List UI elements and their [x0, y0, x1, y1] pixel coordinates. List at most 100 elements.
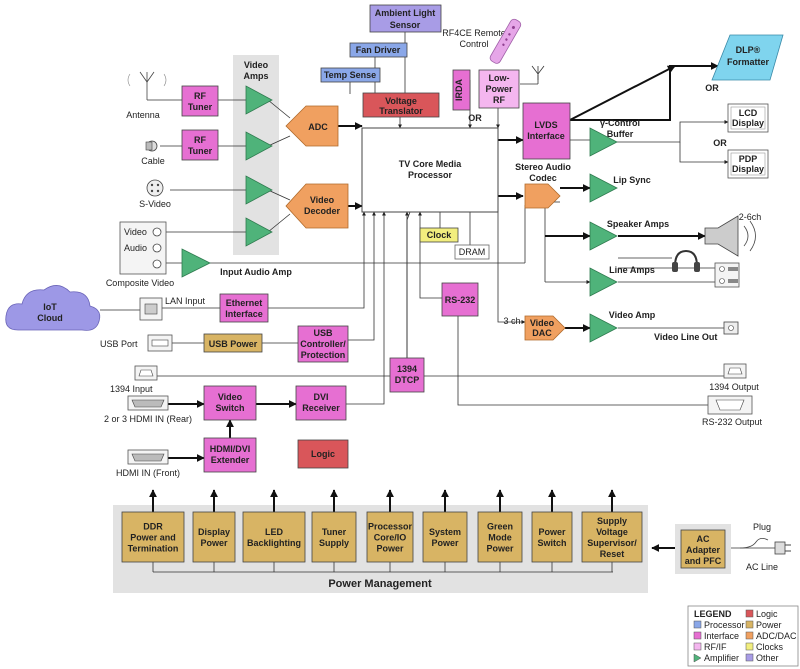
rf-tuner-1: RF Tuner	[181, 85, 219, 117]
1394-input-label: 1394 Input	[110, 384, 153, 394]
composite-video-jack: Video Audio	[119, 221, 167, 275]
legend-items: ProcessorInterfaceRF/IFAmplifierLogicPow…	[693, 609, 797, 663]
legend-label-adcdac: ADC/DAC	[756, 631, 797, 641]
legend-title: LEGEND	[694, 609, 732, 619]
lvds-interface: LVDS Interface	[522, 102, 571, 160]
video-amp-2	[245, 131, 273, 161]
dlp-label-1: DLP®	[736, 45, 761, 55]
codec-label-2: Codec	[529, 173, 557, 183]
legend-swatch-logic	[745, 609, 754, 618]
legend-item-amplifier: Amplifier	[693, 653, 739, 663]
dlp-label-2: Formatter	[727, 57, 770, 67]
video-amps-title-1: Video	[244, 60, 269, 70]
rs232-block: RS-232	[441, 282, 479, 317]
composite-audio-text: Audio	[124, 243, 147, 253]
speaker-amp	[589, 221, 618, 251]
cable-icon	[145, 140, 158, 152]
lcd-label-1: LCD	[739, 108, 758, 118]
lip-sync-amp	[589, 173, 618, 203]
ac-adapter: AC Adapter and PFC	[680, 529, 726, 569]
rs232-output-icon	[707, 395, 753, 415]
low-power-rf: Low- Power RF	[478, 69, 520, 109]
usb-controller-label-2: Controller/	[300, 339, 346, 349]
voltage-translator-label-2: Translator	[379, 106, 423, 116]
gamma-label-1: γ-Control	[600, 118, 640, 128]
clock-label: Clock	[427, 230, 453, 240]
usb-controller: USB Controller/ Protection	[297, 325, 349, 363]
rca-output-icon	[714, 262, 740, 288]
logic-label: Logic	[311, 449, 335, 459]
legend-label-other: Other	[756, 653, 779, 663]
fan-driver: Fan Driver	[349, 42, 408, 58]
video-dac-label-1: Video	[530, 318, 555, 328]
power-block-6-label-2: Power	[486, 544, 514, 554]
temp-sense: Temp Sense	[320, 67, 381, 83]
stereo-audio-codec	[524, 183, 561, 209]
video-switch: Video Switch	[203, 385, 257, 421]
hdmi-dvi-extender: HDMI/DVI Extender	[203, 437, 257, 473]
video-decoder-label-2: Decoder	[304, 206, 341, 216]
power-block-5-label-1: Power	[431, 538, 459, 548]
video-line-out-label: Video Line Out	[654, 332, 717, 342]
rs232-label: RS-232	[445, 295, 476, 305]
video-amp-1	[245, 85, 273, 115]
three-ch-label: 3 ch	[503, 316, 520, 326]
power-block-1-label-1: Power	[200, 538, 228, 548]
1394-output-label: 1394 Output	[709, 382, 759, 392]
power-block-2-label-0: LED	[265, 527, 284, 537]
legend-swatch-amplifier	[693, 653, 702, 663]
power-wires	[149, 489, 616, 572]
dram-block: DRAM	[454, 244, 490, 260]
headphones-icon	[672, 249, 700, 272]
dvi-receiver-label-2: Receiver	[302, 403, 340, 413]
legend-item-adcdac: ADC/DAC	[745, 631, 797, 641]
ambient-light-label-1: Ambient Light	[375, 8, 436, 18]
1394-input-icon	[134, 365, 158, 381]
fan-driver-label: Fan Driver	[356, 45, 401, 55]
power-block-1-label-0: Display	[198, 527, 230, 537]
tv-core-media-processor: TV Core Media Processor	[361, 127, 499, 213]
power-block-3-label-1: Supply	[319, 538, 349, 548]
video-amp-4	[245, 217, 273, 247]
composite-video-text: Video	[124, 227, 147, 237]
legend-label-amplifier: Amplifier	[704, 653, 739, 663]
legend-item-power: Power	[745, 620, 782, 630]
hdmi-dvi-ext-label-2: Extender	[211, 455, 250, 465]
dvi-receiver: DVI Receiver	[295, 385, 347, 421]
video-amp-3	[245, 175, 273, 205]
rf4ce-label-1: RF4CE Remote	[442, 28, 506, 38]
input-audio-amp	[181, 248, 211, 278]
legend-swatch-clocks	[745, 642, 754, 651]
temp-sense-label: Temp Sense	[324, 70, 376, 80]
rf4ce-label-2: Control	[459, 39, 488, 49]
ac-adapter-label-2: Adapter	[686, 545, 721, 555]
antenna-label: Antenna	[126, 110, 160, 120]
video-decoder-label-1: Video	[310, 195, 335, 205]
svideo-label: S-Video	[139, 199, 171, 209]
usb-port-label: USB Port	[100, 339, 138, 349]
legend-swatch-processor	[693, 620, 702, 629]
or-label-top: OR	[468, 113, 482, 123]
voltage-translator-label-1: Voltage	[385, 96, 417, 106]
lip-sync-label: Lip Sync	[613, 175, 651, 185]
hdmi-rear-label: 2 or 3 HDMI IN (Rear)	[104, 414, 192, 424]
low-power-rf-label-3: RF	[493, 95, 505, 105]
power-block-8-label-3: Reset	[600, 549, 625, 559]
legend-swatch-rfif	[693, 642, 702, 651]
legend-label-processor: Processor	[704, 620, 745, 630]
legend-label-power: Power	[756, 620, 782, 630]
power-block-4-label-0: Processor	[368, 522, 413, 532]
power-block-3-label-0: Tuner	[322, 527, 347, 537]
power-block-0-label-0: DDR	[143, 522, 163, 532]
low-power-rf-label-1: Low-	[489, 73, 510, 83]
power-block-2-label-1: Backlighting	[247, 538, 301, 548]
legend-label-logic: Logic	[756, 609, 778, 619]
voltage-translator: Voltage Translator	[362, 92, 440, 118]
power-block-4-label-2: Power	[376, 544, 404, 554]
1394-output-icon	[723, 363, 747, 379]
speaker-channels-label: 2-6ch	[739, 212, 762, 222]
rf-tuner-2-label-1: RF	[194, 135, 206, 145]
